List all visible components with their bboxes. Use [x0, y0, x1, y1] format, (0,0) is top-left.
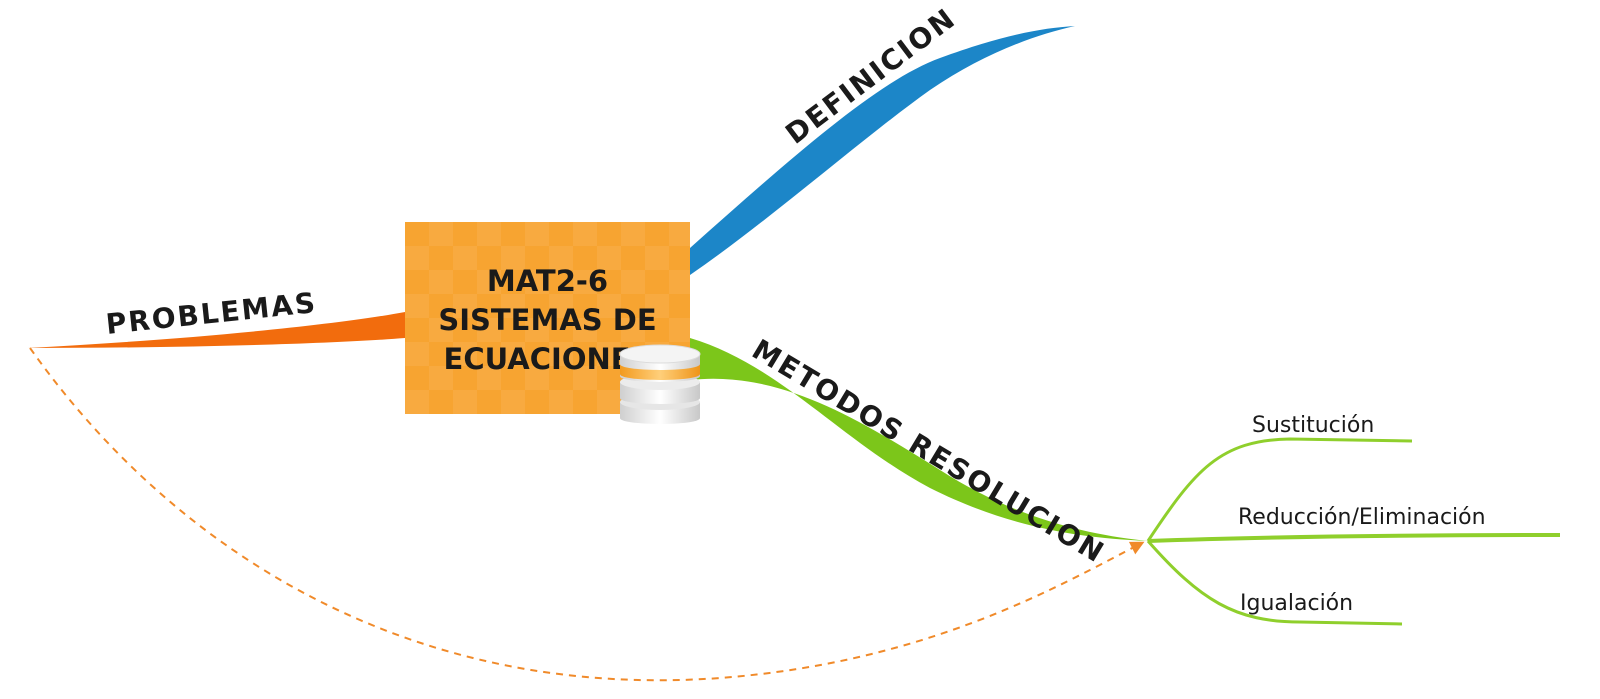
subtopic-igualacion[interactable]: Igualación — [1240, 591, 1353, 616]
central-topic-line: MAT2-6 — [486, 263, 609, 298]
database-icon — [619, 344, 701, 424]
branch-metodos[interactable] — [690, 338, 1148, 541]
branch-metodos-label: METODOS RESOLUCION — [746, 333, 1110, 570]
subtopic-connector-reduccion — [1147, 533, 1561, 543]
subtopic-connector-igualacion — [1146, 540, 1403, 626]
central-topic-line: SISTEMAS DE — [438, 302, 657, 337]
central-topic-line: ECUACIONES — [443, 341, 652, 376]
subtopic-connector-sustitucion — [1146, 437, 1413, 542]
central-topic[interactable]: MAT2-6 SISTEMAS DE ECUACIONES — [405, 222, 690, 414]
subtopic-sustitucion[interactable]: Sustitución — [1252, 413, 1374, 438]
relationship-arrow[interactable] — [29, 347, 1145, 682]
subtopic-reduccion-eliminacion[interactable]: Reducción/Eliminación — [1238, 505, 1486, 530]
branch-problemas[interactable] — [28, 312, 405, 348]
